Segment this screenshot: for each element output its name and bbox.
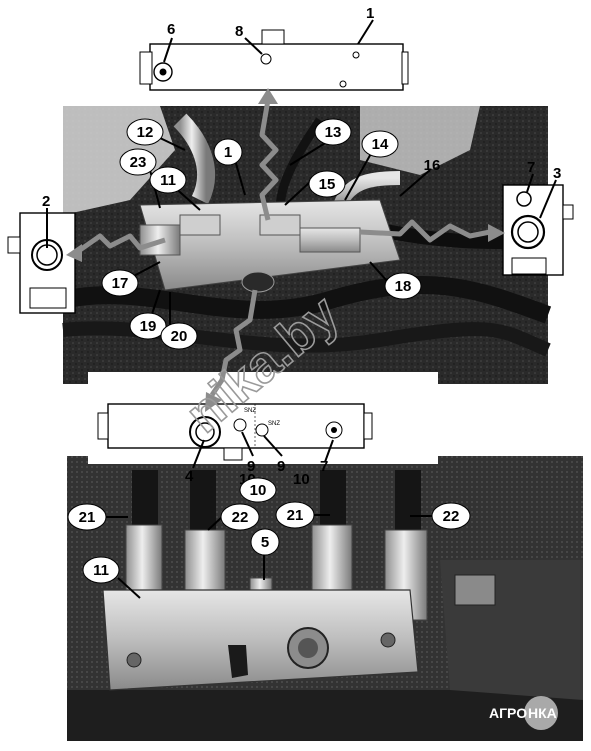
callout-1-top: 1: [366, 5, 374, 22]
oval-15: [308, 170, 346, 198]
callout-19: 19: [140, 318, 157, 335]
oval-17: [101, 269, 139, 297]
callout-4: 4: [185, 468, 194, 485]
callout-8: 8: [235, 23, 243, 40]
oval-21b: [275, 501, 315, 529]
leader-8: [244, 37, 263, 55]
leader-9a: [241, 431, 254, 457]
leader-16: [399, 169, 431, 197]
oval-1-photo: [213, 138, 243, 166]
callout-5: 5: [261, 534, 269, 551]
leader-18: [369, 261, 389, 283]
callout-12: 12: [137, 124, 154, 141]
oval-19: [129, 312, 167, 340]
leader-11-bottom: [117, 577, 141, 599]
callout-21a: 21: [79, 509, 96, 526]
callout-6: 6: [167, 21, 175, 38]
callout-2: 2: [42, 193, 50, 210]
logo-text-right: НКА: [528, 705, 557, 721]
agronika-logo: АГРО НКА: [489, 696, 558, 730]
callout-10b: 10: [293, 471, 310, 488]
plain-callouts: 1 6 8 2 3 7 4 9 9 7 10 10: [42, 5, 561, 488]
oval-22a: [220, 503, 260, 531]
oval-22b: [431, 502, 471, 530]
bottom-photo: [67, 456, 583, 741]
leader-14: [344, 149, 374, 201]
callout-23: 23: [130, 154, 147, 171]
oval-5: [250, 528, 280, 556]
callout-18: 18: [395, 278, 412, 295]
leader-4: [192, 439, 205, 469]
zigzag-arrow-down: [209, 289, 258, 397]
callout-22a: 22: [232, 509, 249, 526]
callout-22b: 22: [443, 508, 460, 525]
oval-13: [314, 118, 352, 146]
callout-9b: 9: [277, 458, 285, 475]
oval-23: [119, 148, 157, 176]
logo-text-left: АГРО: [489, 705, 527, 721]
leader-12: [159, 137, 186, 151]
leader-1-photo: [234, 159, 246, 196]
oval-callout-labels: 12 1 13 14 23 11 15 16 17 18 19 20 10 21…: [79, 124, 460, 579]
leader-7-right: [526, 173, 534, 193]
callout-11-bottom: 11: [93, 562, 109, 579]
middle-valve-block: SNZ SNZ: [88, 372, 438, 464]
leader-13: [289, 139, 331, 166]
oval-11-top: [149, 166, 187, 194]
callout-11-top: 11: [160, 172, 176, 189]
callout-15: 15: [319, 176, 336, 193]
oval-11-bottom: [82, 556, 120, 584]
leader-22a: [207, 516, 223, 531]
zigzag-arrow-right: [359, 219, 491, 243]
callout-13: 13: [325, 124, 342, 141]
oval-callouts: [67, 118, 471, 584]
leader-7-bottom: [324, 439, 334, 463]
zigzag-arrowhead-right: [488, 224, 505, 242]
callout-17: 17: [112, 275, 129, 292]
top-photo: [60, 106, 552, 384]
zigzag-arrow-left: [78, 233, 166, 253]
callout-20: 20: [171, 328, 188, 345]
callout-1-photo: 1: [224, 144, 232, 161]
zigzag-arrowhead-down: [205, 392, 222, 412]
oval-12: [126, 118, 164, 146]
right-valve-block: [502, 184, 574, 276]
callout-9a: 9: [247, 458, 255, 475]
zigzag-arrowhead-left: [66, 244, 82, 262]
callout-7-bottom: 7: [320, 458, 328, 475]
port-marking-a: SNZ: [244, 408, 256, 414]
callout-3: 3: [553, 165, 561, 182]
leader-6: [163, 37, 173, 63]
callout-10c: 10: [250, 482, 267, 499]
leader-1-top: [357, 19, 374, 45]
oval-20: [160, 322, 198, 350]
callout-14: 14: [372, 136, 389, 153]
oval-21a: [67, 503, 107, 531]
leader-3: [539, 179, 557, 219]
oval-18: [384, 272, 422, 300]
zigzag-arrowhead-top: [258, 88, 278, 104]
oval-14: [361, 130, 399, 158]
zigzag-arrow-top: [259, 99, 279, 221]
gray-zigzag-arrows: [66, 88, 505, 412]
callout-21b: 21: [287, 507, 304, 524]
callout-16: 16: [424, 157, 441, 174]
left-valve-block: [7, 212, 76, 314]
leader-15: [284, 181, 311, 206]
top-valve-block: [139, 29, 409, 91]
port-marking-b: SNZ: [268, 421, 280, 427]
callout-7-right: 7: [527, 159, 535, 176]
leader-9b: [263, 435, 283, 457]
oval-10: [239, 477, 277, 503]
